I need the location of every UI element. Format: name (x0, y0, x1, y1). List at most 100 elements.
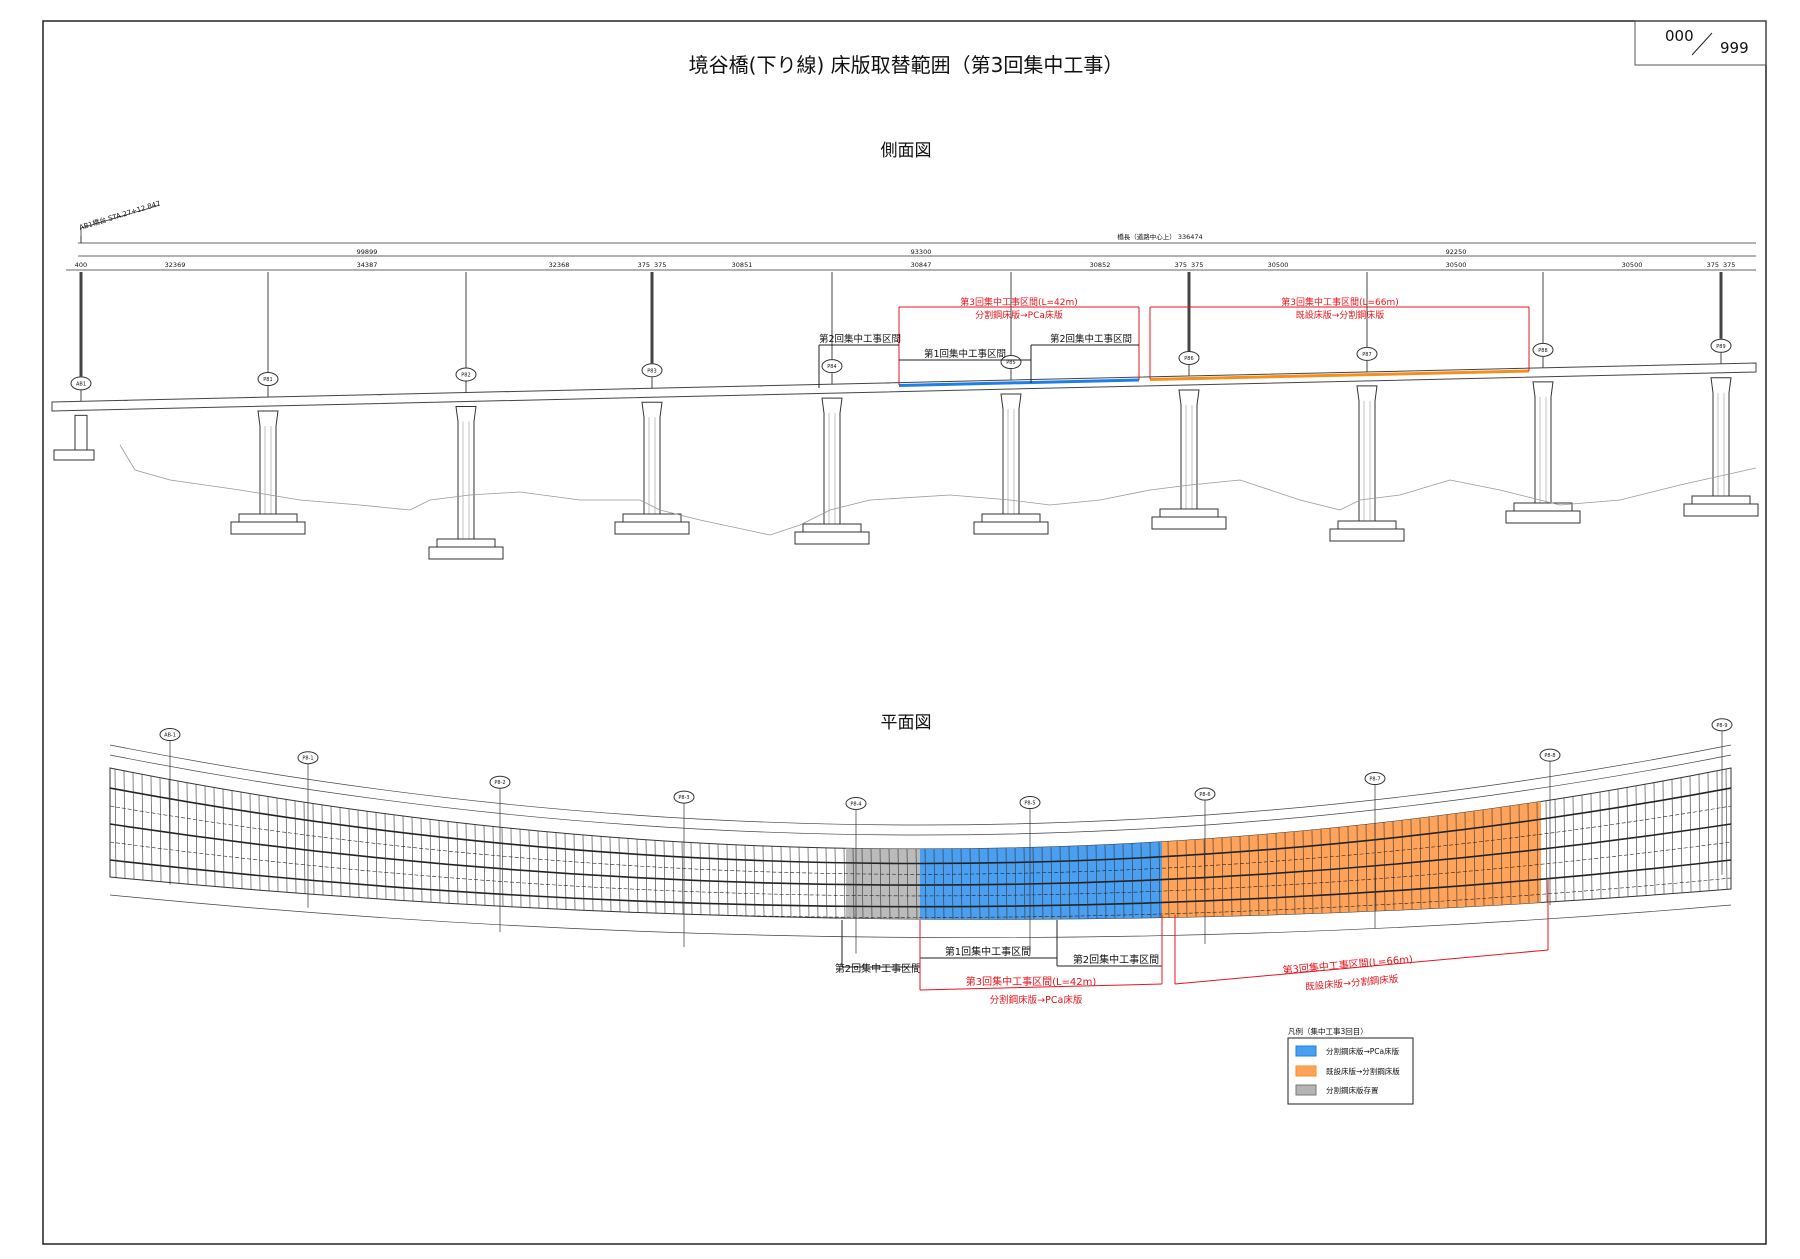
span-dimension: 30500 (1446, 261, 1467, 269)
plan-pier-p8-8: P8-8 (1539, 748, 1561, 906)
sheet-number-box: 000 999 (1634, 20, 1767, 66)
pier-label: P86 (1184, 356, 1193, 362)
pier-ab1: AB1 (53, 272, 95, 461)
plan-view-heading: 平面図 (881, 713, 932, 733)
blue-section-line (898, 378, 1140, 387)
ground-line (119, 444, 1757, 536)
span-dimension: 32369 (165, 261, 186, 269)
span-dimension: 30847 (911, 261, 932, 269)
plan-pier-label: P8-3 (678, 795, 689, 801)
plan-pier-label: P8-2 (494, 780, 505, 786)
plan-pier-label: P8-1 (302, 756, 313, 762)
pier-label: P87 (1362, 352, 1371, 358)
plan-red-42m-title: 第3回集中工事区間(L=42m) (966, 975, 1097, 988)
black-section-mid-label: 第1回集中工事区間 (924, 348, 1006, 360)
black-section-right-label: 第2回集中工事区間 (1050, 333, 1132, 345)
pier-p86: P86 (1151, 272, 1227, 530)
pier-p82: P82 (428, 272, 504, 560)
pier-label: P88 (1538, 348, 1547, 354)
plan-pier-label: AB-1 (164, 733, 176, 739)
sheet-number: 000 (1665, 27, 1694, 45)
side-view-heading: 側面図 (881, 141, 932, 161)
total-length-label: 橋長（道路中心上） 336474 (1117, 232, 1202, 241)
drawing-title: 境谷橋(下り線) 床版取替範囲（第3回集中工事） (689, 53, 1124, 77)
span-dimension: 30852 (1090, 261, 1111, 269)
legend-swatch-blue (1295, 1045, 1317, 1057)
plan-pier-p8-5: P8-5 (1019, 796, 1041, 953)
group-span-dimension: 93300 (911, 248, 932, 256)
plan-red-42m-subtitle: 分割鋼床版→PCa床版 (990, 994, 1083, 1006)
legend-label-blue: 分割鋼床版→PCa床版 (1326, 1046, 1400, 1056)
plan-pier-p8-7: P8-7 (1364, 772, 1386, 929)
span-dimension: 375 (654, 261, 666, 269)
plan-view: AB-1P8-1P8-2P8-3P8-4 P8-5 P8-6 P8-7 P8-8 P8-9… (109, 718, 1733, 1006)
span-dimension: 34387 (357, 261, 378, 269)
plan-pier-label: P8-8 (1544, 753, 1555, 759)
red-section-42m-subtitle: 分割鋼床版→PCa床版 (975, 309, 1063, 321)
plan-black-left-label: 第2回集中工事区間 (835, 962, 921, 975)
span-dimension: 375 (1175, 261, 1187, 269)
legend-label-orange: 既設床版→分割鋼床版 (1326, 1066, 1400, 1076)
pier-p89: P89 (1683, 272, 1759, 517)
plan-pier-ab-1: AB-1 (159, 728, 181, 885)
pier-label: P84 (827, 364, 836, 370)
group-span-dimension: 92250 (1446, 248, 1467, 256)
plan-pier-label: P8-5 (1024, 801, 1035, 807)
plan-red-brackets (919, 880, 1549, 991)
red-section-42m-title: 第3回集中工事区間(L=42m) (960, 296, 1078, 308)
pier-p88: P88 (1505, 272, 1581, 524)
pier-label: P81 (263, 377, 272, 383)
plan-gray-region (846, 768, 920, 920)
black-section-left-label: 第2回集中工事区間 (819, 333, 901, 345)
legend: 凡例（集中工事3回目） 分割鋼床版→PCa床版 既設床版→分割鋼床版 分割鋼床版… (1287, 1026, 1414, 1105)
pier-label: P83 (647, 368, 656, 374)
pier-p83: P83 (614, 272, 690, 535)
plan-red-66m-title: 第3回集中工事区間(L=66m) (1282, 952, 1413, 976)
red-section-66m (1149, 306, 1530, 379)
span-dimension: 375 (1191, 261, 1203, 269)
plan-black-right-label: 第2回集中工事区間 (1073, 953, 1159, 966)
plan-pier-label: P8-7 (1369, 777, 1380, 783)
plan-red-66m-subtitle: 既設床版→分割鋼床版 (1305, 973, 1400, 993)
station-label: AB1橋台 STA.27+12.847 (78, 199, 162, 232)
red-section-66m-subtitle: 既設床版→分割鋼床版 (1296, 309, 1385, 321)
legend-label-gray: 分割鋼床版存置 (1326, 1085, 1379, 1095)
sheet-border (42, 20, 1767, 1245)
span-dimension: 30500 (1268, 261, 1289, 269)
pier-p84: P84 (794, 272, 870, 545)
pier-p87: P87 (1329, 272, 1405, 542)
sheet-total: 999 (1720, 39, 1749, 57)
plan-pier-p8-6: P8-6 (1194, 787, 1216, 945)
plan-pier-label: P8-4 (850, 801, 861, 807)
span-dimension: 375 (1707, 261, 1719, 269)
plan-pier-label: P8-9 (1716, 723, 1727, 729)
pier-label: P82 (461, 373, 470, 379)
plan-pier-p8-1: P8-1 (297, 751, 319, 908)
plan-pier-p8-9: P8-9 (1711, 718, 1733, 875)
plan-pier-p8-2: P8-2 (489, 775, 511, 933)
legend-swatch-gray (1295, 1084, 1317, 1096)
plan-pier-p8-4: P8-4 (845, 796, 867, 954)
plan-orange-region (1162, 768, 1541, 920)
pier-label: AB1 (76, 381, 86, 387)
pier-label: P85 (1006, 360, 1015, 366)
orange-section-line (1149, 369, 1530, 381)
legend-title: 凡例（集中工事3回目） (1288, 1026, 1368, 1036)
pier-label: P89 (1716, 344, 1725, 350)
black-section-brackets (818, 344, 1139, 388)
span-dimension: 400 (75, 261, 87, 269)
span-dimension: 30500 (1622, 261, 1643, 269)
pier-p81: P81 (230, 272, 306, 535)
side-view: AB1橋台 STA.27+12.847 橋長（道路中心上） 336474 998… (51, 199, 1759, 560)
span-dimension: 375 (638, 261, 650, 269)
span-dimension: 375 (1723, 261, 1735, 269)
span-dimension: 30851 (732, 261, 753, 269)
red-section-66m-title: 第3回集中工事区間(L=66m) (1281, 296, 1399, 308)
pier-p85: P85 (973, 272, 1049, 535)
plan-black-mid-label: 第1回集中工事区間 (945, 945, 1031, 958)
legend-swatch-orange (1295, 1065, 1317, 1077)
red-section-42m (898, 306, 1140, 385)
span-dimension: 32368 (549, 261, 570, 269)
plan-pier-p8-3: P8-3 (673, 790, 695, 948)
